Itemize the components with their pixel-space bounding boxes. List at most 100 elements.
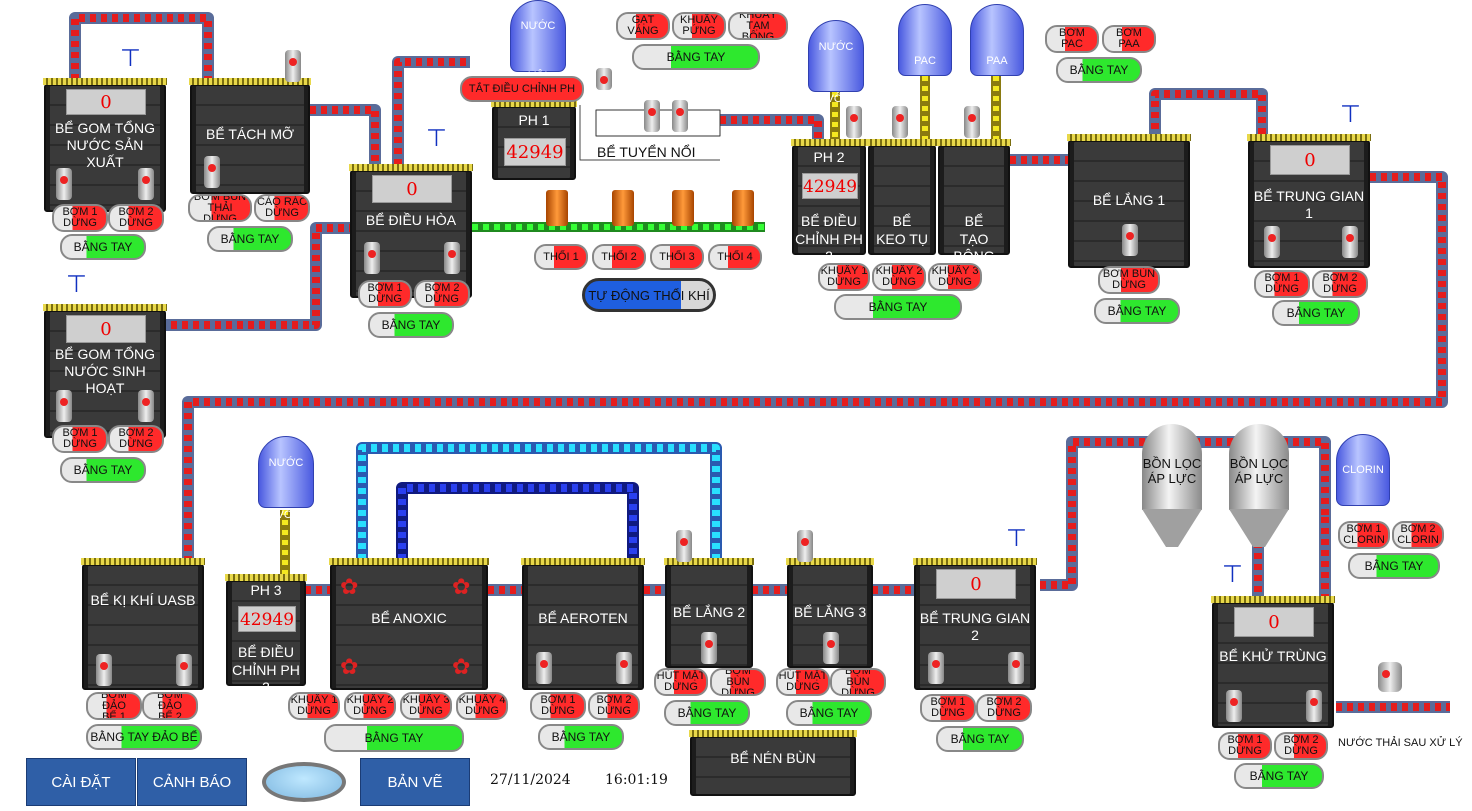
mixer-icon bbox=[846, 106, 862, 138]
btn-line: KHUẤY 4 bbox=[458, 694, 506, 706]
auto-blower-button[interactable]: TỰ ĐỘNG THỔI KHÍ bbox=[582, 278, 716, 312]
valve-icon[interactable]: ⊤ bbox=[1340, 101, 1361, 128]
manual-mode-button[interactable]: BẰNG TAY bbox=[1094, 298, 1180, 324]
tank-tao-bong[interactable]: BỂ TẠO BÔNG bbox=[937, 139, 1011, 264]
manual-mode-button[interactable]: BẰNG TAY bbox=[1348, 553, 1440, 579]
manual-mode-button[interactable]: BẰNG TAY bbox=[1234, 763, 1324, 789]
tank-ph2[interactable]: PH 2 42949 BỂ ĐIỀU CHỈNH PH 2 bbox=[791, 139, 867, 264]
manual-mode-button[interactable]: BẰNG TAY bbox=[207, 226, 293, 252]
tank-lang2[interactable]: BỂ LẮNG 2 bbox=[664, 558, 754, 668]
mixer-icon bbox=[644, 100, 660, 132]
manual-swap-button[interactable]: BẰNG TAY ĐẢO BỂ bbox=[86, 724, 202, 750]
valve-icon[interactable]: ⊤ bbox=[120, 45, 141, 72]
manual-mode-button[interactable]: BẰNG TAY bbox=[368, 312, 454, 338]
mixer-icon: ✿ bbox=[452, 574, 471, 599]
manual-mode-button[interactable]: BẰNG TAY bbox=[632, 44, 760, 70]
manual-mode-button[interactable]: BẰNG TAY bbox=[834, 294, 962, 320]
level-display: 0 bbox=[372, 175, 452, 203]
tank-khu-trung[interactable]: 0 BỂ KHỬ TRÙNG bbox=[1211, 596, 1335, 728]
tank-trung-gian2[interactable]: 0 BỂ TRUNG GIAN 2 bbox=[913, 558, 1037, 690]
btn-line: PAA bbox=[1118, 38, 1140, 50]
valve-icon[interactable]: ⊤ bbox=[66, 271, 87, 298]
tank-ph3[interactable]: PH 3 42949 BỂ ĐIỀU CHỈNH PH 3 bbox=[225, 574, 307, 695]
ph-control-button[interactable]: TẮT ĐIỀU CHỈNH PH bbox=[460, 76, 584, 102]
tank-gom-sh[interactable]: 0 BỂ GOM TỔNG NƯỚC SINH HOẠT bbox=[43, 304, 167, 438]
tank-uasb[interactable]: BỂ KỊ KHÍ UASB bbox=[81, 558, 205, 690]
tank-trung-gian1[interactable]: 0 BỂ TRUNG GIAN 1 bbox=[1247, 134, 1371, 268]
btn-line: HÚT MẶT bbox=[656, 670, 706, 682]
btn-line: DỪNG bbox=[882, 276, 916, 288]
filter-label: BỒN LỌC bbox=[1229, 456, 1289, 471]
manual-mode-button[interactable]: BẰNG TAY bbox=[1272, 300, 1360, 326]
valve-icon[interactable]: ⊤ bbox=[426, 125, 447, 152]
blower2-button[interactable]: THỔI 2 bbox=[592, 244, 646, 270]
valve-icon[interactable]: ⊤ bbox=[1222, 561, 1243, 588]
tuyen-noi-label: BỂ TUYỂN NỔI bbox=[597, 144, 696, 160]
manual-mode-button[interactable]: BẰNG TAY bbox=[1056, 57, 1142, 83]
tank-keo-tu[interactable]: BỂ KEO TỤ bbox=[867, 139, 937, 255]
settings-button[interactable]: CÀI ĐẶT bbox=[26, 758, 136, 806]
tank-aeroten[interactable]: BỂ AEROTEN bbox=[521, 558, 645, 690]
manual-mode-button[interactable]: BẰNG TAY bbox=[538, 724, 624, 750]
manual-mode-button[interactable]: BẰNG TAY bbox=[60, 457, 146, 483]
blower4-button[interactable]: THỔI 4 bbox=[708, 244, 762, 270]
alarm-button[interactable]: CẢNH BÁO bbox=[137, 758, 247, 806]
manual-mode-button[interactable]: BẰNG TAY bbox=[786, 700, 872, 726]
tank-gom-sx[interactable]: 0 BỂ GOM TỔNG NƯỚC SẢN XUẤT bbox=[43, 78, 167, 212]
tank-nen-bun[interactable]: BỂ NÉN BÙN bbox=[689, 730, 857, 796]
btn-line: DỪNG bbox=[63, 438, 97, 450]
tank-anoxic[interactable]: BỂ ANOXIC ✿ ✿ ✿ ✿ bbox=[329, 558, 489, 690]
btn-line: BƠM 2 bbox=[1322, 272, 1358, 284]
blower3-button[interactable]: THỔI 3 bbox=[650, 244, 704, 270]
tank-tach-mo[interactable]: BỂ TÁCH MỠ bbox=[189, 78, 311, 194]
tank-lang1[interactable]: BỂ LẮNG 1 bbox=[1067, 134, 1191, 268]
manual-mode-button[interactable]: BẰNG TAY bbox=[60, 234, 146, 260]
tank-dieu-hoa[interactable]: 0 BỂ ĐIỀU HÒA bbox=[349, 164, 473, 298]
tank-ph1[interactable]: PH 1 42949 bbox=[491, 100, 577, 180]
manual-mode-button[interactable]: BẰNG TAY bbox=[324, 724, 464, 752]
drawing-button[interactable]: BẢN VẼ bbox=[360, 758, 470, 806]
manual-mode-button[interactable]: BẰNG TAY bbox=[664, 700, 750, 726]
valve-icon[interactable]: ⊤ bbox=[1006, 525, 1027, 552]
manual-mode-button[interactable]: BẰNG TAY bbox=[936, 726, 1024, 752]
tank-lang3[interactable]: BỂ LẮNG 3 bbox=[786, 558, 874, 668]
blower1-button[interactable]: THỔI 1 bbox=[534, 244, 588, 270]
